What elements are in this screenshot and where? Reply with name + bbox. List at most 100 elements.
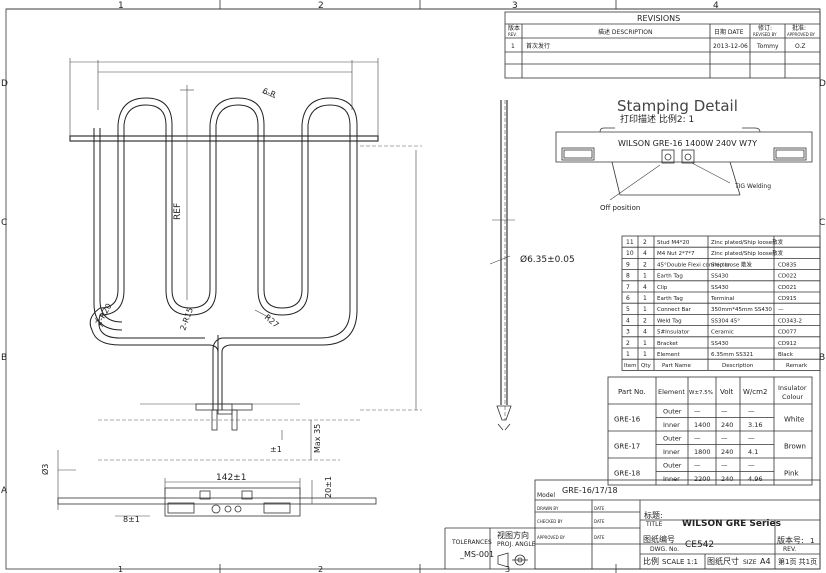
bom-item-no: 2 <box>626 340 630 347</box>
bom-remark: CD077 <box>778 330 797 336</box>
bom-item-no: 11 <box>626 239 634 246</box>
dwg-en: DWG. No. <box>650 546 679 553</box>
bom-description: SS430 <box>711 274 729 280</box>
bom-part-name: 5#Insulator <box>657 330 690 336</box>
bom-header-part-name: Part Name <box>662 363 691 369</box>
bom-part-name: Earth Tag <box>657 274 683 280</box>
title-en: TITLE <box>645 521 662 528</box>
spec-header-watts: W±7.5% <box>689 390 713 396</box>
col-2-bottom: 2 <box>318 565 323 573</box>
tol-1-upper: ±1 <box>270 445 282 454</box>
bom-remark: CD021 <box>778 285 797 291</box>
bom-item-no: 4 <box>626 317 630 324</box>
spec-watts: 2200 <box>694 475 711 483</box>
width-8: 8±1 <box>123 515 140 524</box>
bom-item-no: 1 <box>626 351 630 358</box>
spec-element: Outer <box>663 435 682 443</box>
dwg-cn: 图纸编号 <box>643 534 675 544</box>
spec-element: Inner <box>663 448 680 456</box>
bom-item-no: 9 <box>626 261 630 268</box>
rev-en: REV. <box>783 546 796 553</box>
bracket-view: 142±1 20±1 8±1 <box>57 473 377 524</box>
spec-volt: 240 <box>721 475 733 483</box>
proj-angle-cn: 视图方向 <box>497 530 529 540</box>
bom-description: Zinc plated/Ship loose散发 <box>711 238 784 246</box>
svg-text:版本: 版本 <box>508 24 520 32</box>
bom-part-name: 45°Double Flexi connector <box>657 262 731 268</box>
model-label: Model <box>537 492 555 499</box>
radius-2r20: 2-R20 <box>94 302 114 327</box>
spec-header-colour: Colour <box>782 393 803 401</box>
col-2-top: 2 <box>318 1 324 11</box>
bom-part-name: Element <box>657 352 681 358</box>
title-value: WILSON GRE Series <box>682 519 781 529</box>
rev-row-date: 2013-12-06 <box>713 43 748 50</box>
bom-description: 6.35mm SS321 <box>711 352 753 358</box>
svg-text:CHECKED BY: CHECKED BY <box>537 519 563 524</box>
bom-remark: — <box>778 307 784 313</box>
spec-header-wcm2: W/cm2 <box>743 388 767 396</box>
rev-value: 1 <box>810 537 814 545</box>
max35-dim: Max 35 <box>313 424 322 453</box>
bom-item-no: 8 <box>626 273 630 280</box>
bom-part-name: Bracket <box>657 341 679 347</box>
connect-bar <box>69 135 379 142</box>
col-4-top: 4 <box>713 1 719 11</box>
bom-remark: CD915 <box>778 296 797 302</box>
svg-text:DRAWN BY: DRAWN BY <box>537 506 559 511</box>
spec-wcm2: 4.1 <box>748 448 758 456</box>
bom-qty: 4 <box>643 250 647 257</box>
bom-item-no: 6 <box>626 295 630 302</box>
spec-watts: — <box>694 462 701 470</box>
spec-element: Outer <box>663 462 682 470</box>
spec-wcm2: — <box>748 462 755 470</box>
spec-volt: — <box>721 462 728 470</box>
revisions-title: REVISIONS <box>637 14 680 23</box>
svg-text:DATE: DATE <box>594 535 605 540</box>
stamping-title: Stamping Detail <box>617 97 738 115</box>
width-142: 142±1 <box>216 473 246 483</box>
bom-qty: 2 <box>643 317 647 324</box>
radius-2r15: 2-R15 <box>178 306 195 331</box>
bom-qty: 1 <box>643 295 647 302</box>
spec-watts: — <box>694 435 701 443</box>
spec-watts: 1800 <box>694 448 711 456</box>
bom-qty: 1 <box>643 351 647 358</box>
stamping-subtitle: 打印描述 比例2: 1 <box>620 113 694 125</box>
diameter-635: Ø6.35±0.05 <box>520 254 575 265</box>
bom-header-item: Item <box>624 363 637 369</box>
bom-qty: 1 <box>643 306 647 313</box>
rev-row-by: Tommy <box>756 43 779 50</box>
bom-description: SS430 <box>711 285 729 291</box>
spec-wcm2: — <box>748 408 755 416</box>
bom-part-name: M4 Nut 2*7*7 <box>657 251 695 257</box>
svg-text:REV.: REV. <box>508 32 517 37</box>
spec-insulator-colour: Brown <box>784 443 806 451</box>
row-B-right: B <box>819 353 825 363</box>
projection-symbol-icon <box>497 552 528 568</box>
spec-wcm2: 4.96 <box>748 475 762 483</box>
svg-text:APPROVED BY: APPROVED BY <box>787 32 816 37</box>
size-value: A4 <box>760 557 771 566</box>
bom-description: Ship loose 散发 <box>711 260 753 268</box>
tube-inner <box>89 97 358 410</box>
element-side-view: Ø6.35±0.05 <box>489 100 575 431</box>
model-value: GRE-16/17/18 <box>562 486 618 495</box>
bom-qty: 1 <box>643 273 647 280</box>
bom-part-name: Clip <box>657 285 668 291</box>
radius-6r: 6-R <box>261 86 277 99</box>
bom-description: Terminal <box>710 296 735 302</box>
bom-part-name: Weld Tag <box>657 318 682 324</box>
proj-angle-en: PROJ. ANGLE <box>497 541 536 548</box>
spec-element: Inner <box>663 475 680 483</box>
col-1-top: 1 <box>118 1 124 11</box>
bom-description: Ceramic <box>711 330 734 336</box>
title-cn: 标题: <box>644 510 663 520</box>
rev-header-desc: 描述 DESCRIPTION <box>598 28 653 36</box>
size-en: SIZE <box>743 559 757 566</box>
spec-element: Inner <box>663 421 680 429</box>
bom-remark: CD022 <box>778 274 797 280</box>
bom-part-name: Connect Bar <box>657 307 692 313</box>
